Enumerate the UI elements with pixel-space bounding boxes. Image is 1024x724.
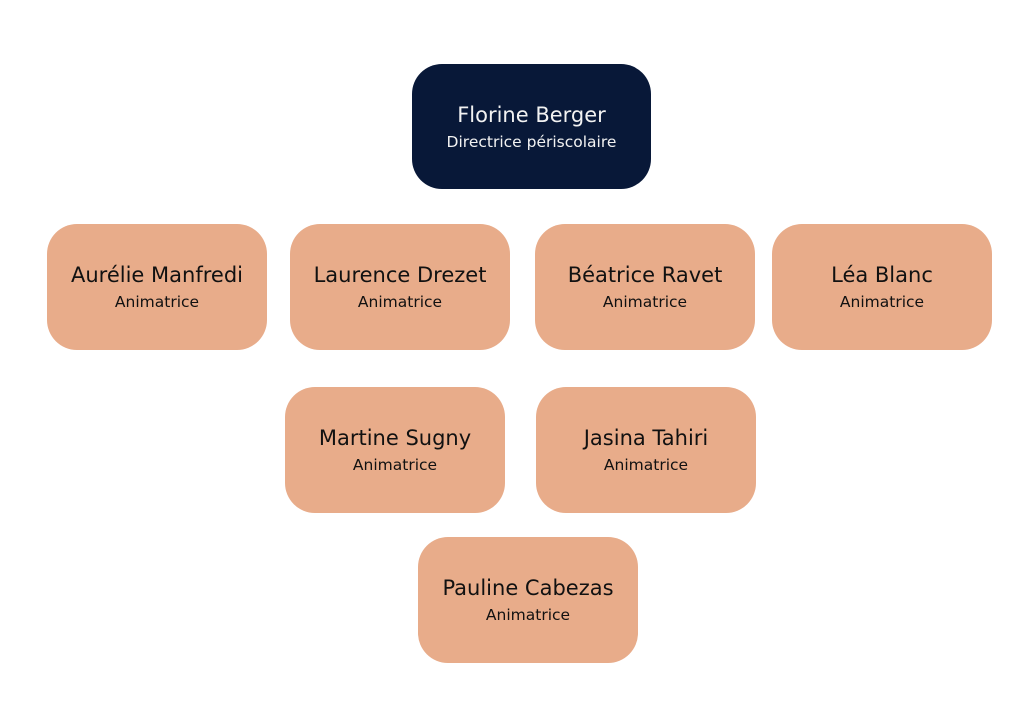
card-name: Pauline Cabezas	[442, 576, 614, 600]
card-role: Animatrice	[602, 293, 688, 311]
card-name: Florine Berger	[457, 102, 606, 127]
card-role: Animatrice	[839, 293, 925, 311]
card-role: Directrice périscolaire	[446, 132, 617, 151]
staff-card: Laurence Drezet Animatrice	[290, 224, 510, 350]
card-role: Animatrice	[352, 456, 438, 474]
card-role: Animatrice	[603, 456, 689, 474]
card-name: Aurélie Manfredi	[71, 263, 243, 287]
staff-card: Léa Blanc Animatrice	[772, 224, 992, 350]
card-role: Animatrice	[485, 606, 571, 624]
card-name: Jasina Tahiri	[583, 426, 709, 450]
staff-card: Aurélie Manfredi Animatrice	[47, 224, 267, 350]
staff-card: Martine Sugny Animatrice	[285, 387, 505, 513]
director-card: Florine Berger Directrice périscolaire	[412, 64, 651, 189]
staff-card: Béatrice Ravet Animatrice	[535, 224, 755, 350]
card-name: Léa Blanc	[831, 263, 933, 287]
card-name: Laurence Drezet	[313, 263, 487, 287]
card-name: Béatrice Ravet	[567, 263, 723, 287]
card-role: Animatrice	[357, 293, 443, 311]
staff-card: Pauline Cabezas Animatrice	[418, 537, 638, 663]
card-name: Martine Sugny	[318, 426, 472, 450]
card-role: Animatrice	[114, 293, 200, 311]
staff-card: Jasina Tahiri Animatrice	[536, 387, 756, 513]
